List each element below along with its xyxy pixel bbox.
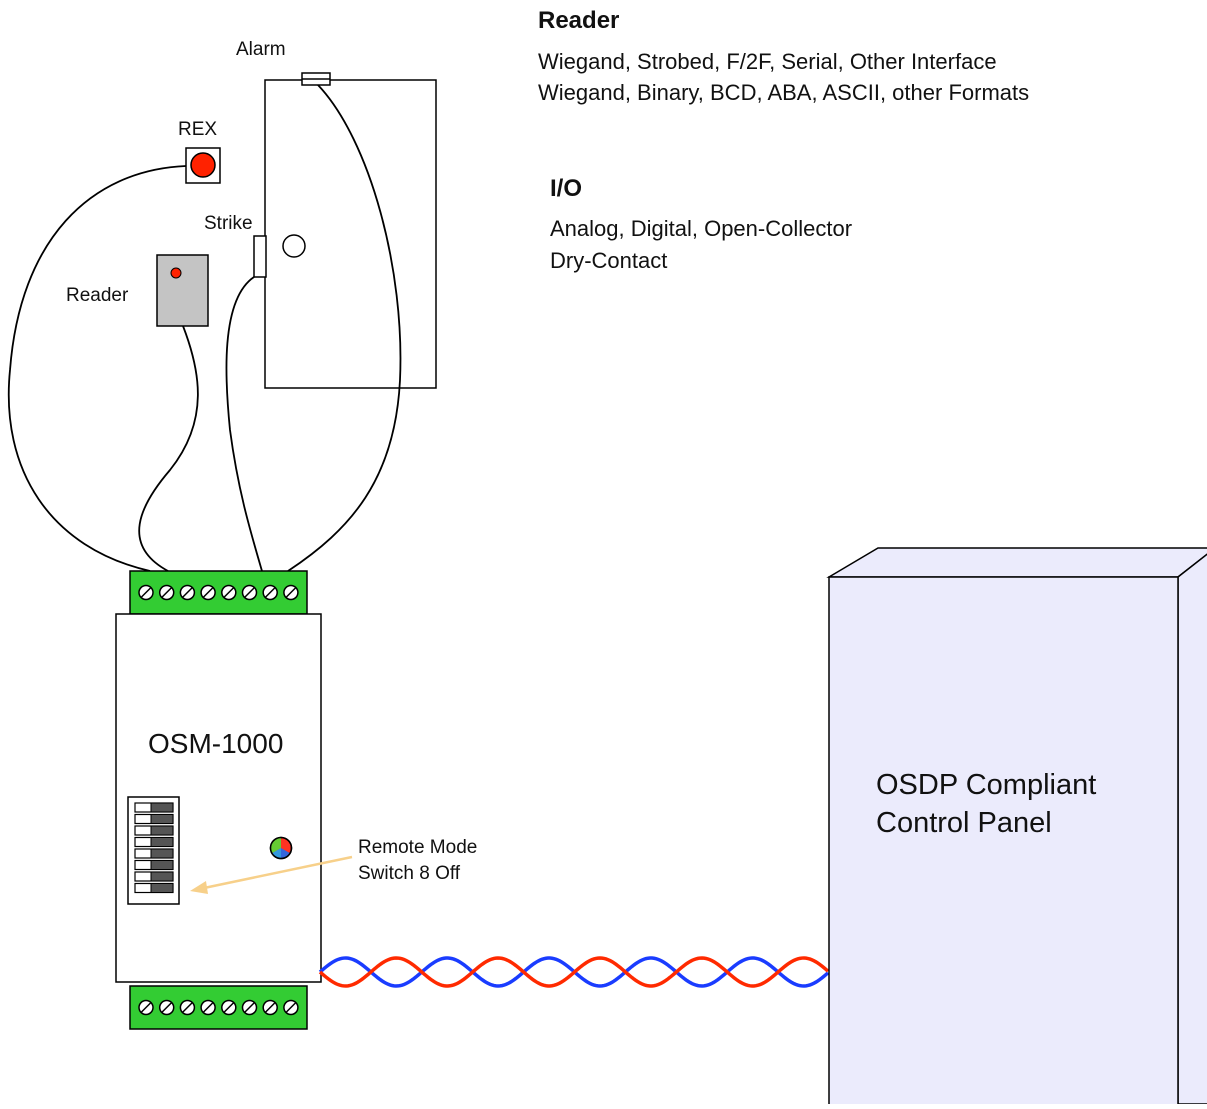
io-section-heading: I/O [550,175,583,202]
alarm-wire [287,84,402,572]
dip-switch-lever [150,883,174,893]
strike-device [253,235,267,278]
reader-interfaces: Wiegand, Strobed, F/2F, Serial, Other In… [538,49,997,74]
switch-pointer-arrow [190,855,353,894]
screw-slot [203,1002,214,1013]
remote-mode-label: Remote Mode [358,837,478,858]
dip-switch-lever [150,802,174,813]
device-name: OSM-1000 [148,728,284,759]
screw-slot [140,1002,152,1013]
screw-slot [265,1002,276,1013]
dip-switch-lever [150,825,174,836]
terminal-block-body [129,570,308,615]
screw-slot [285,587,296,598]
panel-title-line2: Control Panel [876,807,1052,839]
screw-slot [223,587,234,598]
screw-slot [203,587,214,598]
bottom-terminal-block [129,985,308,1030]
terminal-block-body [129,985,308,1030]
screw-slot [244,1002,255,1013]
screw-slot [140,587,152,598]
reader-section-heading: Reader [538,7,620,34]
rex-wire [7,165,187,572]
reader-formats: Wiegand, Binary, BCD, ABA, ASCII, other … [538,80,1030,105]
io-types: Analog, Digital, Open-Collector [550,216,853,241]
panel-title-line1: OSDP Compliant [876,769,1097,801]
reader-device [156,254,209,327]
door [264,79,437,389]
screw-slot [161,587,172,598]
reader-wire [138,325,199,572]
screw-slot [244,587,255,598]
top-terminal-block [129,570,308,615]
rex-label: REX [178,119,218,140]
osdp-twisted-pair-cable [318,956,830,988]
reader-led-icon [170,267,182,279]
red-wire [318,956,830,988]
screw-slot [182,1002,193,1013]
dip-switch-lever [150,860,174,870]
screw-slot [182,587,193,598]
dip-switch-lever [150,837,174,847]
switch-8-label: Switch 8 Off [358,863,461,884]
strike-wire [225,276,263,572]
device-wires [7,84,402,572]
alarm-label: Alarm [236,39,286,60]
reader-label: Reader [66,285,129,306]
screw-slot [285,1002,296,1013]
dip-switch [127,796,180,905]
dip-switch-lever [150,814,174,824]
door-handle [282,234,306,258]
screw-slot [223,1002,234,1013]
io-dry-contact: Dry-Contact [550,248,668,273]
screw-slot [161,1002,172,1013]
rex-button-icon [190,152,216,178]
dip-switch-lever [150,871,174,882]
strike-label: Strike [204,213,253,234]
dip-switch-lever [150,848,174,859]
status-led-icon [269,836,293,860]
control-panel-cabinet [826,547,1207,1109]
screw-slot [265,587,276,598]
